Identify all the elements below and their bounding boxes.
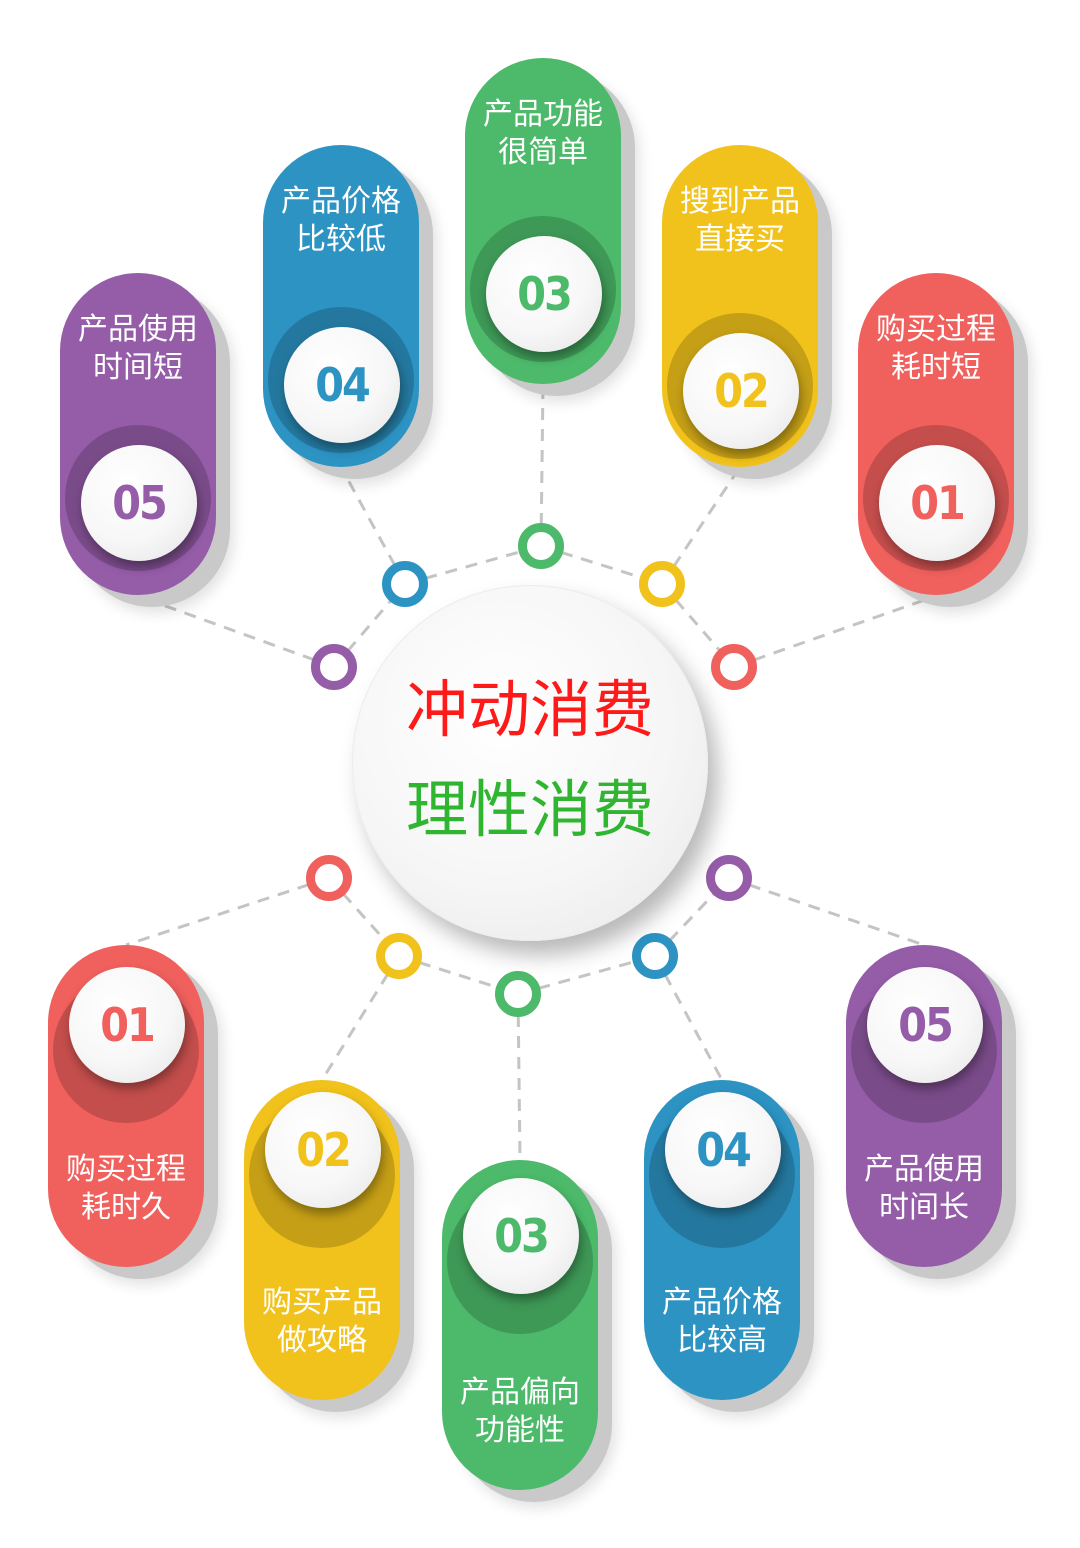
- impulse-item-05-label: 产品使用 时间短: [78, 312, 198, 385]
- connector-ring: [495, 971, 541, 1017]
- rational-item-04-label: 产品价格 比较高: [662, 1285, 782, 1358]
- rational-item-05-number: 05: [867, 967, 983, 1083]
- connector-line: [517, 954, 656, 996]
- impulse-item-02-number: 02: [683, 333, 799, 449]
- connector-ring: [632, 933, 678, 979]
- connector-line: [733, 594, 937, 669]
- connector-line: [320, 955, 401, 1081]
- rational-item-02-label: 购买产品 做攻略: [262, 1285, 382, 1358]
- impulse-consumption-title: 冲动消费: [405, 673, 654, 746]
- impulse-item-04-number: 04: [284, 327, 400, 443]
- connector-line: [125, 876, 330, 947]
- impulse-item-05-number: 05: [81, 445, 197, 561]
- impulse-item-05: 产品使用 时间短 05: [60, 273, 216, 595]
- connector-line: [539, 383, 545, 547]
- rational-item-04-number: 04: [665, 1092, 781, 1208]
- connector-ring: [518, 523, 564, 569]
- impulse-item-02-label: 搜到产品 直接买: [680, 184, 800, 257]
- impulse-item-01: 购买过程 耗时短 01: [858, 273, 1014, 595]
- rational-item-05: 产品使用 时间长 05: [846, 945, 1002, 1267]
- connector-ring: [306, 855, 352, 901]
- impulse-item-03-number: 03: [486, 236, 602, 352]
- impulse-item-03: 产品功能 很简单 03: [465, 58, 621, 384]
- impulse-item-01-label: 购买过程 耗时短: [876, 312, 996, 385]
- impulse-item-01-number: 01: [879, 445, 995, 561]
- connector-line: [137, 594, 335, 669]
- connector-ring: [711, 644, 757, 690]
- connector-ring: [376, 933, 422, 979]
- rational-item-02: 购买产品 做攻略 02: [244, 1080, 400, 1400]
- rational-consumption-title: 理性消费: [405, 773, 654, 846]
- rational-item-01: 购买过程 耗时久 01: [48, 945, 204, 1267]
- rational-item-03-number: 03: [463, 1178, 579, 1294]
- impulse-item-04-label: 产品价格 比较低: [281, 184, 401, 257]
- connector-line: [516, 993, 522, 1161]
- connector-ring: [706, 855, 752, 901]
- connector-line: [728, 876, 925, 947]
- rational-item-03: 产品偏向 功能性 03: [442, 1160, 598, 1490]
- rational-item-01-number: 01: [69, 967, 185, 1083]
- connector-line: [653, 955, 724, 1081]
- impulse-item-04: 产品价格 比较低 04: [263, 145, 419, 467]
- rational-item-03-label: 产品偏向 功能性: [460, 1375, 580, 1448]
- rational-item-02-number: 02: [265, 1092, 381, 1208]
- connector-ring: [639, 561, 685, 607]
- impulse-item-02: 搜到产品 直接买 02: [662, 145, 818, 467]
- connector-ring: [311, 644, 357, 690]
- rational-item-01-label: 购买过程 耗时久: [66, 1152, 186, 1225]
- impulse-item-03-label: 产品功能 很简单: [483, 97, 603, 170]
- rational-item-04: 产品价格 比较高 04: [644, 1080, 800, 1400]
- rational-item-05-label: 产品使用 时间长: [864, 1152, 984, 1225]
- center-hub: 冲动消费 理性消费: [352, 585, 708, 941]
- connector-ring: [382, 561, 428, 607]
- connector-line: [404, 544, 542, 586]
